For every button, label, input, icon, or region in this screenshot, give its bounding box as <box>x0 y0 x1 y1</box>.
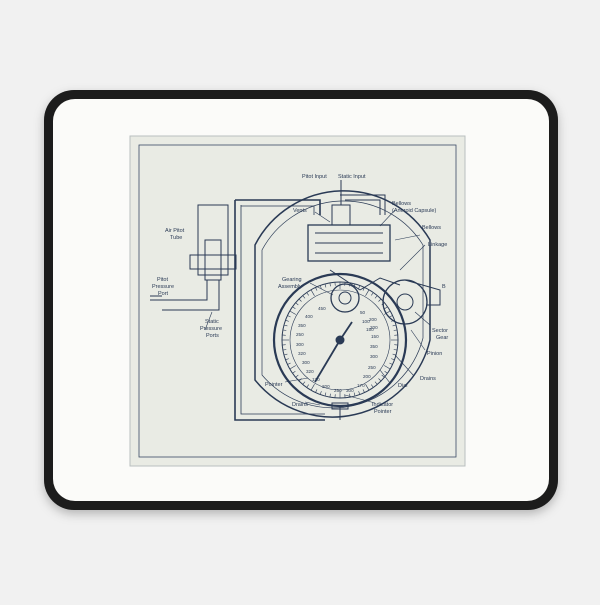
dial-number: 150 <box>366 327 374 332</box>
dial-number: 320 <box>298 351 306 356</box>
label-static-ports-3: Ports <box>206 333 219 339</box>
dial-number: 250 <box>368 365 376 370</box>
dial-number: 150 <box>371 334 379 339</box>
dial-number: 170 <box>312 377 320 382</box>
dial-number: 400 <box>305 314 313 319</box>
dial-number: 450 <box>318 306 326 311</box>
label-bellows: Bellows <box>422 225 441 231</box>
label-drains-bottom: Drains <box>292 402 308 408</box>
label-air-pitot-2: Tube <box>170 235 182 241</box>
label-pitot-port-2: Pressure <box>152 284 174 290</box>
dial-number: 250 <box>296 332 304 337</box>
label-air-pitot-1: Air Pitot <box>165 228 185 234</box>
label-indicator-1: Indicator <box>372 402 393 408</box>
label-pitot-input: Pitot Input <box>302 174 327 180</box>
dial-number: 250 <box>334 388 342 393</box>
label-sector-2: Gear <box>436 335 448 341</box>
dial-number: 200 <box>322 384 330 389</box>
dial-number: 350 <box>298 323 306 328</box>
dial-number: 50 <box>360 310 366 315</box>
label-drains-right: Drains <box>420 376 436 382</box>
label-gearing-1: Gearing <box>282 277 302 283</box>
dial-number: 300 <box>302 360 310 365</box>
label-indicator-2: Pointer <box>374 409 392 415</box>
label-marker-b: B <box>442 284 446 290</box>
label-pitot-port-1: Pitot <box>157 277 168 283</box>
label-pitot-port-3: Port <box>158 291 169 297</box>
dial-number: 100 <box>362 319 370 324</box>
label-bellows-capsule-2: (Aneroid Capsule) <box>392 208 436 214</box>
dial-number: 320 <box>306 369 314 374</box>
label-static-ports-1: Static <box>205 319 219 325</box>
dial-number: 350 <box>370 344 378 349</box>
dial-number: 170 <box>357 383 365 388</box>
dial-number: 300 <box>296 342 304 347</box>
label-vents: Vents <box>293 208 307 214</box>
dial-number: 200 <box>363 374 371 379</box>
label-pinion: Pinion <box>427 351 442 357</box>
dial-number: 200 <box>369 317 377 322</box>
label-linkage: Linkage <box>428 242 447 248</box>
label-sector-1: Sector <box>432 328 448 334</box>
dial-number: 300 <box>346 388 354 393</box>
label-dial: Dial <box>398 383 407 389</box>
label-bellows-capsule-1: Bellows <box>392 201 411 207</box>
label-gearing-2: Assembly <box>278 284 302 290</box>
label-static-input: Static Input <box>338 174 366 180</box>
label-pointer: Pointer <box>265 382 283 388</box>
dial-number: 300 <box>370 354 378 359</box>
label-static-ports-2: Pressure <box>200 326 222 332</box>
